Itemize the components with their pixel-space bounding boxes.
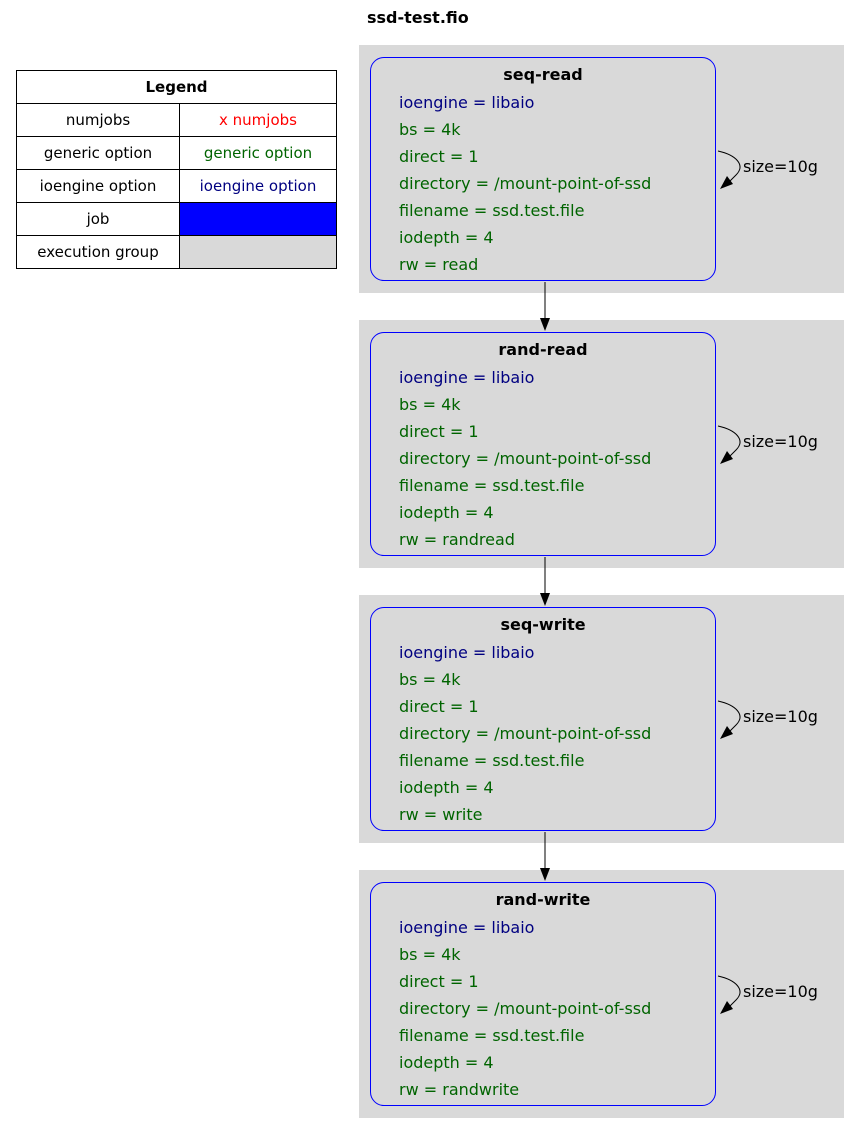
generic-option: bs = 4k: [399, 670, 461, 689]
execution-group-1: seq-read ioengine = libaio bs = 4k direc…: [359, 45, 844, 293]
generic-option: direct = 1: [399, 697, 479, 716]
legend-label: execution group: [16, 235, 180, 269]
generic-option: directory = /mount-point-of-ssd: [399, 724, 652, 743]
self-loop-arrow: [717, 425, 741, 464]
ioengine-option: ioengine = libaio: [399, 918, 535, 937]
job-seq-read: seq-read ioengine = libaio bs = 4k direc…: [370, 57, 716, 281]
generic-option: filename = ssd.test.file: [399, 1026, 585, 1045]
legend-row-execution-group: execution group: [16, 235, 337, 269]
execution-group-4: rand-write ioengine = libaio bs = 4k dir…: [359, 870, 844, 1118]
self-loop-arrow: [717, 975, 741, 1014]
self-loop-label: size=10g: [743, 707, 818, 726]
generic-option: iodepth = 4: [399, 1053, 494, 1072]
legend-sample-numjobs: x numjobs: [179, 103, 337, 137]
generic-option: rw = randwrite: [399, 1080, 520, 1099]
self-loop-label: size=10g: [743, 432, 818, 451]
generic-option: directory = /mount-point-of-ssd: [399, 999, 652, 1018]
execution-group-3: seq-write ioengine = libaio bs = 4k dire…: [359, 595, 844, 843]
self-loop-arrow: [717, 700, 741, 739]
legend-swatch-execution-group: [179, 235, 337, 269]
job-name: rand-write: [495, 890, 591, 909]
diagram-title: ssd-test.fio: [367, 8, 469, 27]
legend-label: generic option: [16, 136, 180, 170]
job-rand-write: rand-write ioengine = libaio bs = 4k dir…: [370, 882, 716, 1106]
self-loop-arrow: [717, 150, 741, 189]
generic-option: direct = 1: [399, 972, 479, 991]
job-name: seq-read: [503, 65, 583, 84]
generic-option: bs = 4k: [399, 395, 461, 414]
legend-row-job: job: [16, 202, 337, 236]
generic-option: direct = 1: [399, 147, 479, 166]
self-loop-label: size=10g: [743, 157, 818, 176]
generic-option: filename = ssd.test.file: [399, 201, 585, 220]
legend-sample-generic-option: generic option: [179, 136, 337, 170]
legend-row-ioengine-option: ioengine option ioengine option: [16, 169, 337, 203]
job-name: rand-read: [498, 340, 588, 359]
job-rand-read: rand-read ioengine = libaio bs = 4k dire…: [370, 332, 716, 556]
generic-option: directory = /mount-point-of-ssd: [399, 174, 652, 193]
self-loop-label: size=10g: [743, 982, 818, 1001]
legend-label: ioengine option: [16, 169, 180, 203]
generic-option: rw = read: [399, 255, 479, 274]
generic-option: iodepth = 4: [399, 228, 494, 247]
legend-label: job: [16, 202, 180, 236]
ioengine-option: ioengine = libaio: [399, 368, 535, 387]
generic-option: rw = write: [399, 805, 483, 824]
generic-option: iodepth = 4: [399, 503, 494, 522]
generic-option: filename = ssd.test.file: [399, 476, 585, 495]
legend-swatch-job: [179, 202, 337, 236]
legend-heading: Legend: [16, 70, 337, 104]
generic-option: filename = ssd.test.file: [399, 751, 585, 770]
generic-option: iodepth = 4: [399, 778, 494, 797]
generic-option: bs = 4k: [399, 945, 461, 964]
generic-option: bs = 4k: [399, 120, 461, 139]
generic-option: direct = 1: [399, 422, 479, 441]
legend-label: numjobs: [16, 103, 180, 137]
legend-row-generic-option: generic option generic option: [16, 136, 337, 170]
legend-row-numjobs: numjobs x numjobs: [16, 103, 337, 137]
legend-table: Legend numjobs x numjobs generic option …: [16, 70, 337, 269]
ioengine-option: ioengine = libaio: [399, 643, 535, 662]
ioengine-option: ioengine = libaio: [399, 93, 535, 112]
legend-sample-ioengine-option: ioengine option: [179, 169, 337, 203]
job-seq-write: seq-write ioengine = libaio bs = 4k dire…: [370, 607, 716, 831]
generic-option: rw = randread: [399, 530, 515, 549]
job-name: seq-write: [500, 615, 586, 634]
execution-group-2: rand-read ioengine = libaio bs = 4k dire…: [359, 320, 844, 568]
generic-option: directory = /mount-point-of-ssd: [399, 449, 652, 468]
